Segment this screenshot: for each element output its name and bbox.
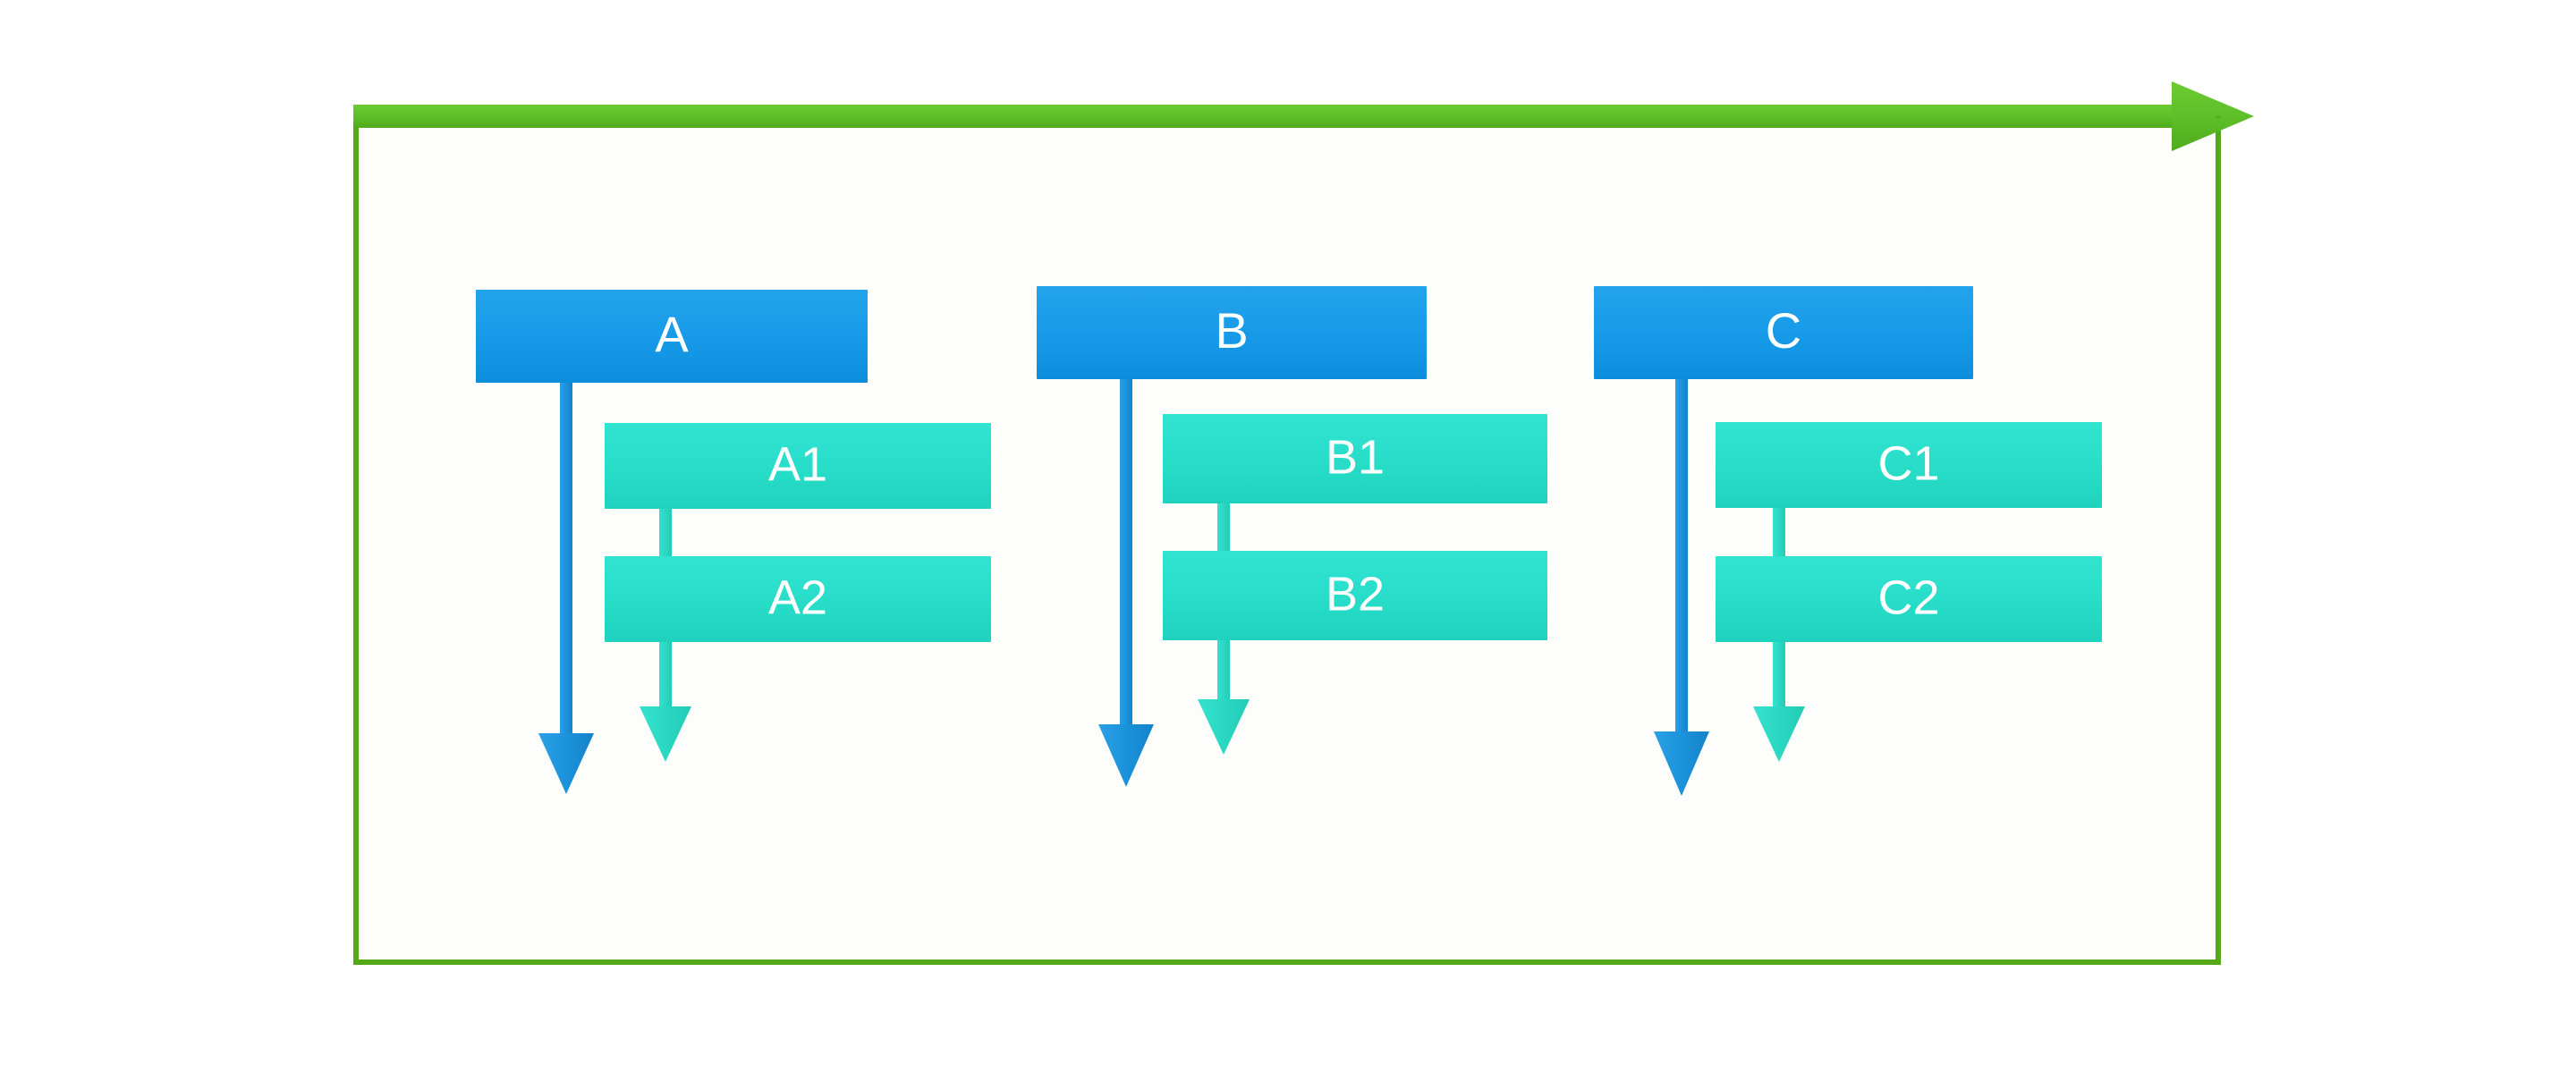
- box-c-label: C: [1766, 302, 1801, 359]
- box-b-rect[interactable]: [1037, 286, 1427, 379]
- connector-c-parent-arrowhead-icon: [1654, 731, 1709, 796]
- box-b1[interactable]: B1: [1163, 414, 1547, 503]
- box-a1-rect[interactable]: [605, 423, 991, 509]
- connector-a-parent-line: [560, 383, 572, 733]
- connector-b-parent-line: [1120, 379, 1132, 724]
- frame-right-border: [2216, 114, 2221, 962]
- box-a2-rect[interactable]: [605, 556, 991, 642]
- connector-b-parent-arrowhead-icon: [1098, 724, 1154, 787]
- box-c2-label: C2: [1877, 571, 1939, 624]
- frame-left-border: [353, 114, 359, 962]
- box-a1[interactable]: A1: [605, 423, 991, 509]
- box-b2-label: B2: [1326, 567, 1385, 621]
- box-c2[interactable]: C2: [1716, 556, 2102, 642]
- frame-right-border-stub: [2216, 116, 2221, 118]
- box-b-label: B: [1215, 302, 1248, 359]
- connector-a-children-arrowhead-icon: [640, 706, 691, 762]
- connector-a-parent-arrowhead-icon: [538, 733, 594, 794]
- box-a-label: A: [655, 306, 689, 362]
- frame-arrowhead-icon: [2172, 81, 2254, 151]
- box-a2-label: A2: [768, 571, 827, 624]
- box-c[interactable]: C: [1594, 286, 1973, 379]
- box-c1[interactable]: C1: [1716, 422, 2102, 508]
- frame-bottom-border: [353, 959, 2221, 965]
- box-c2-rect[interactable]: [1716, 556, 2102, 642]
- box-b1-rect[interactable]: [1163, 414, 1547, 503]
- box-a-rect[interactable]: [476, 290, 868, 383]
- box-b1-label: B1: [1326, 430, 1385, 484]
- process-boundary-frame: [353, 114, 2221, 965]
- box-a1-label: A1: [768, 437, 827, 491]
- connector-b-children-arrowhead-icon: [1198, 699, 1250, 755]
- frame-arrow-bar: [353, 105, 2172, 128]
- box-c-rect[interactable]: [1594, 286, 1973, 379]
- box-a2[interactable]: A2: [605, 556, 991, 642]
- frame-inner-background: [356, 114, 2218, 962]
- connector-c-parent-line: [1675, 379, 1688, 731]
- box-b[interactable]: B: [1037, 286, 1427, 379]
- process-direction-arrow: [353, 81, 2254, 151]
- box-a[interactable]: A: [476, 290, 868, 383]
- box-c1-rect[interactable]: [1716, 422, 2102, 508]
- box-b2[interactable]: B2: [1163, 551, 1547, 640]
- connector-c-children-arrowhead-icon: [1753, 706, 1805, 762]
- box-c1-label: C1: [1877, 436, 1939, 490]
- box-b2-rect[interactable]: [1163, 551, 1547, 640]
